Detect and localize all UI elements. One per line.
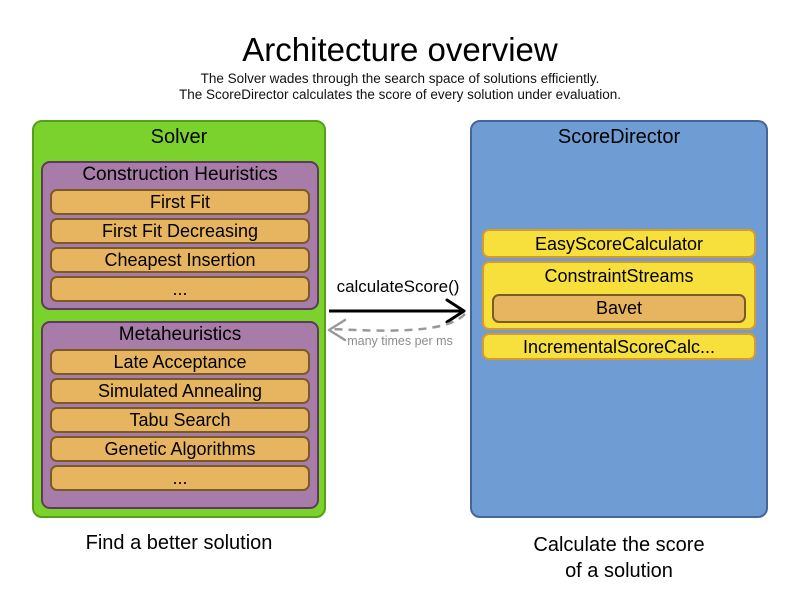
heuristic-item-ellipsis: ... [50,276,310,302]
calculate-score-arrow [329,298,466,324]
metaheuristic-item-late-acceptance: Late Acceptance [50,349,310,375]
incremental-score-calculator-box: IncrementalScoreCalc... [482,333,756,360]
heuristic-item-first-fit-decreasing: First Fit Decreasing [50,218,310,244]
constraint-streams-box: ConstraintStreams Bavet [482,261,756,330]
score-director-title: ScoreDirector [557,126,681,148]
score-director-caption-line-2: of a solution [565,560,673,582]
metaheuristics-group: Metaheuristics Late Acceptance Simulated… [41,321,319,509]
subtitle-line-2: The ScoreDirector calculates the score o… [179,87,621,102]
score-director-caption-line-1: Calculate the score [533,534,705,556]
solver-box: Solver Construction Heuristics First Fit… [32,120,326,518]
easy-score-calculator-box: EasyScoreCalculator [482,229,756,258]
construction-heuristics-title: Construction Heuristics [82,164,278,185]
metaheuristic-item-ellipsis: ... [50,465,310,491]
heuristic-item-first-fit: First Fit [50,189,310,215]
metaheuristic-item-genetic-algorithms: Genetic Algorithms [50,436,310,462]
score-director-caption: Calculate the score of a solution [470,532,768,584]
many-times-label: many times per ms [347,334,453,348]
score-director-box: ScoreDirector EasyScoreCalculator Constr… [470,120,768,518]
page-title: Architecture overview [242,31,558,68]
solver-title: Solver [150,126,208,148]
metaheuristic-item-simulated-annealing: Simulated Annealing [50,378,310,404]
metaheuristics-title: Metaheuristics [118,324,242,345]
calculate-score-label: calculateScore() [336,277,460,296]
construction-heuristics-group: Construction Heuristics First Fit First … [41,161,319,310]
bavet-box: Bavet [492,294,746,323]
metaheuristic-item-tabu-search: Tabu Search [50,407,310,433]
constraint-streams-title: ConstraintStreams [544,266,694,286]
subtitle-line-1: The Solver wades through the search spac… [200,71,600,86]
solver-caption: Find a better solution [85,532,273,554]
heuristic-item-cheapest-insertion: Cheapest Insertion [50,247,310,273]
